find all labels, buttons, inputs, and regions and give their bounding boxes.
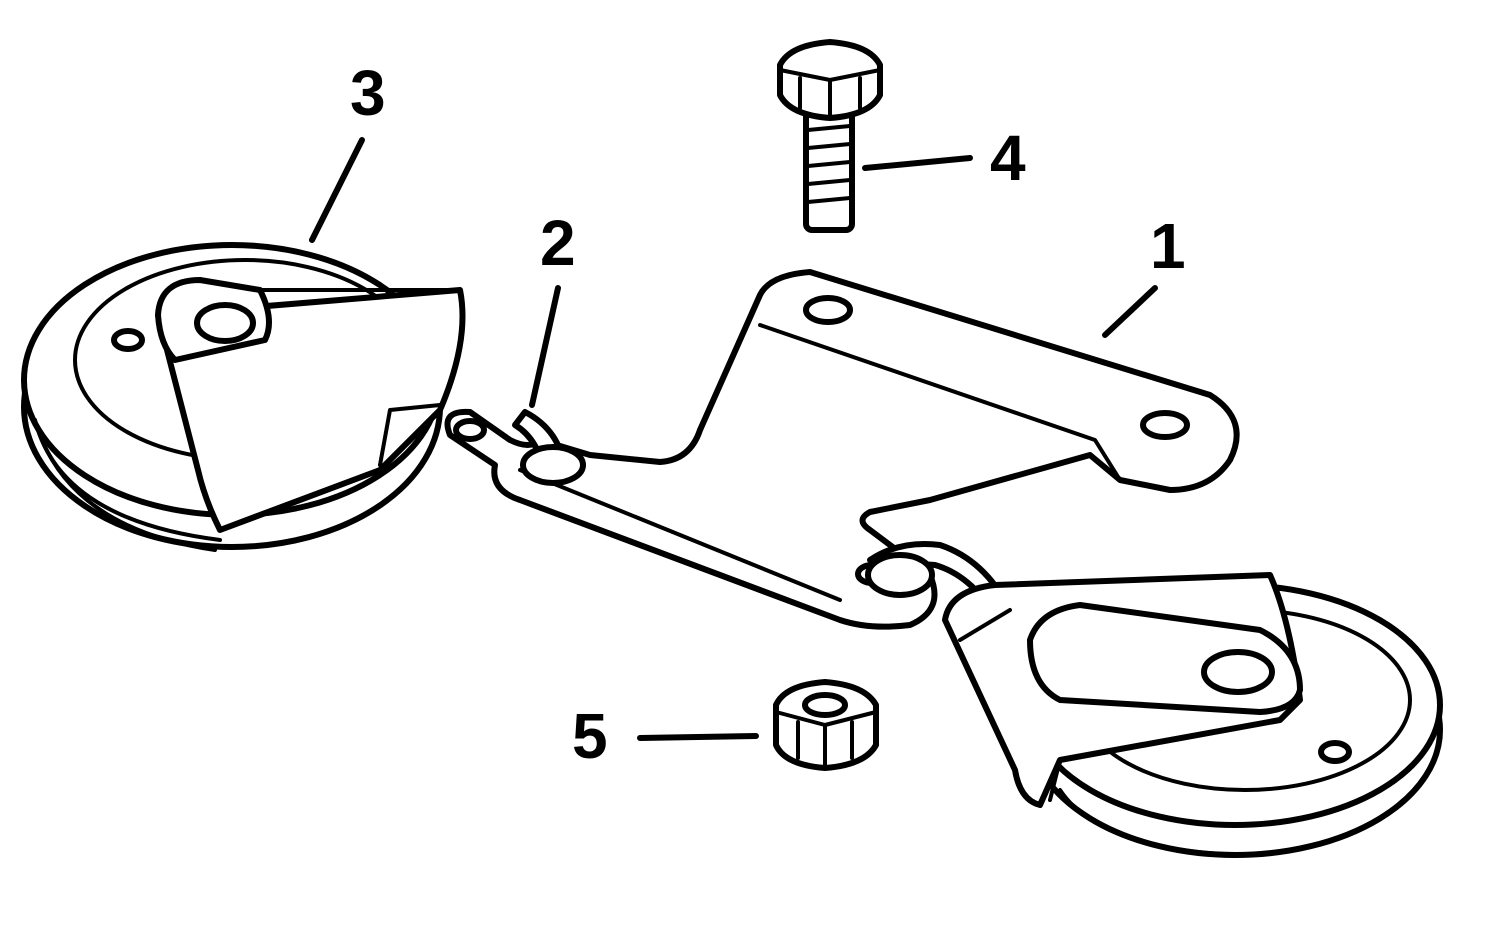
callout-2: 2 [540,207,576,279]
pulley-arm-left [155,277,466,533]
leader-line-5 [637,733,759,741]
callout-5: 5 [572,700,608,772]
leader-line-3 [309,137,365,243]
leader-line-1 [1102,285,1158,338]
callout-4: 4 [990,122,1026,194]
pulley-arm-right [942,572,1303,808]
leader-line-2 [529,285,561,408]
bolt [777,39,883,233]
callout-3: 3 [350,57,386,129]
nut [773,679,879,771]
callout-1: 1 [1150,210,1186,282]
pin-left [512,409,586,486]
leader-line-4 [862,155,973,171]
pin-right [865,541,1013,618]
